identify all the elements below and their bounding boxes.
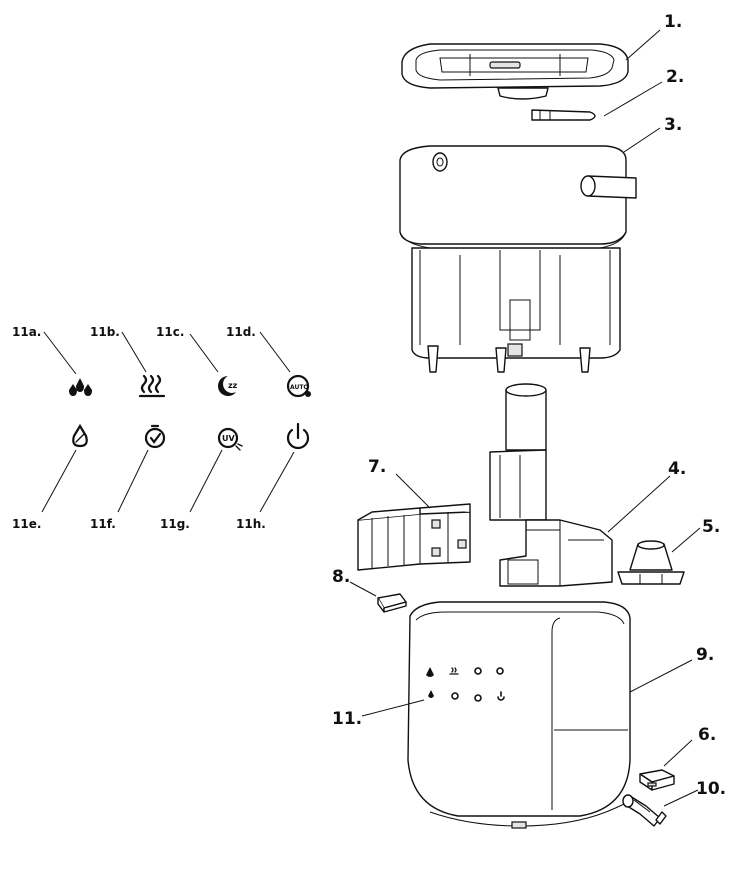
svg-text:UV: UV xyxy=(222,434,235,443)
part-label-8: 8. xyxy=(332,567,350,587)
tube-insert-part xyxy=(489,383,613,587)
power-plug-part xyxy=(605,794,667,827)
water-drops-icon xyxy=(69,378,92,396)
part-label-6: 6. xyxy=(698,725,716,745)
icon-label-11d: 11d. xyxy=(226,325,256,339)
warm-mist-icon xyxy=(138,374,166,398)
part-label-7: 7. xyxy=(368,457,386,477)
part-label-10: 10. xyxy=(696,779,726,799)
power-icon xyxy=(286,422,310,450)
icon-label-11b: 11b. xyxy=(90,325,120,339)
icon-label-11g: 11g. xyxy=(160,517,190,531)
stick-part xyxy=(531,109,596,121)
humidity-drop-icon xyxy=(72,423,88,448)
part-label-9: 9. xyxy=(696,645,714,665)
part-label-2: 2. xyxy=(666,67,684,87)
nozzle-cap-part xyxy=(617,540,685,585)
icon-label-11e: 11e. xyxy=(12,517,41,531)
part-label-4: 4. xyxy=(668,459,686,479)
part-label-11: 11. xyxy=(332,709,362,729)
svg-text:AUTO: AUTO xyxy=(290,384,309,391)
part-label-1: 1. xyxy=(664,12,682,32)
icon-label-11c: 11c. xyxy=(156,325,184,339)
auto-mode-icon: AUTO xyxy=(286,374,311,398)
sleep-mode-icon: zz xyxy=(218,376,238,396)
small-cap-part xyxy=(377,593,407,613)
icon-label-11f: 11f. xyxy=(90,517,116,531)
part-label-5: 5. xyxy=(702,517,720,537)
icon-label-11a: 11a. xyxy=(12,325,41,339)
control-panel xyxy=(426,667,505,702)
uv-icon: UV xyxy=(217,427,243,451)
base-housing-part xyxy=(407,601,631,829)
tank-part xyxy=(399,145,637,373)
timer-icon xyxy=(144,424,166,449)
icon-label-11h: 11h. xyxy=(236,517,266,531)
filter-cartridge-part xyxy=(357,503,471,571)
part-label-3: 3. xyxy=(664,115,682,135)
small-block-part xyxy=(639,769,675,791)
lid-part xyxy=(401,43,629,100)
svg-text:zz: zz xyxy=(228,381,238,390)
